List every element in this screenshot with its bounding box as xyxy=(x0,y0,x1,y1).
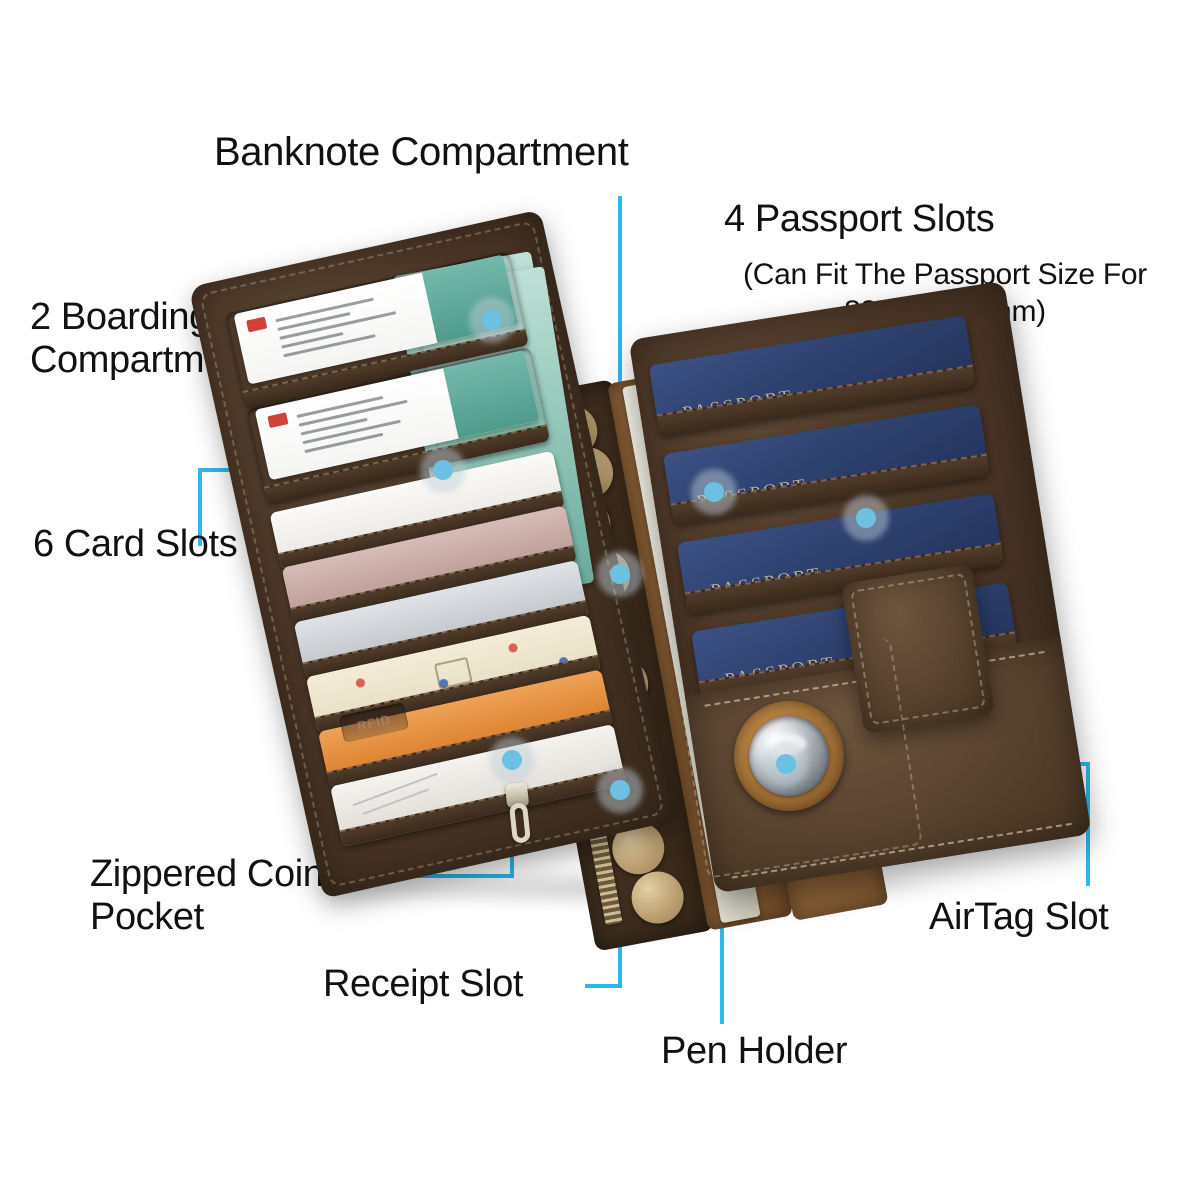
marker-dot-receipt-slot[interactable] xyxy=(610,780,630,800)
marker-dot-boarding-pass[interactable] xyxy=(482,310,502,330)
marker-dot-passport-slots[interactable] xyxy=(856,508,876,528)
callout-label-passport-slots: 4 Passport Slots xyxy=(724,198,995,240)
wallet-product-image: PASSPORT PASSPORT PASSPORT PASSPORT xyxy=(188,209,1092,952)
marker-dot-pen-holder[interactable] xyxy=(704,482,724,502)
callout-label-airtag-slot: AirTag Slot xyxy=(929,896,1109,938)
marker-dot-card-slots[interactable] xyxy=(433,460,453,480)
marker-dot-banknote[interactable] xyxy=(610,564,630,584)
rfid-emboss-text: RFID xyxy=(355,711,393,734)
callout-label-pen-holder: Pen Holder xyxy=(661,1030,848,1072)
callout-label-banknote: Banknote Compartment xyxy=(214,130,629,174)
marker-dot-airtag-slot[interactable] xyxy=(776,754,796,774)
marker-dot-coin-pocket[interactable] xyxy=(502,750,522,770)
callout-label-receipt-slot: Receipt Slot xyxy=(323,963,524,1005)
callout-label-coin-pocket: Zippered Coin Pocket xyxy=(90,853,324,938)
callout-label-card-slots: 6 Card Slots xyxy=(33,523,238,565)
